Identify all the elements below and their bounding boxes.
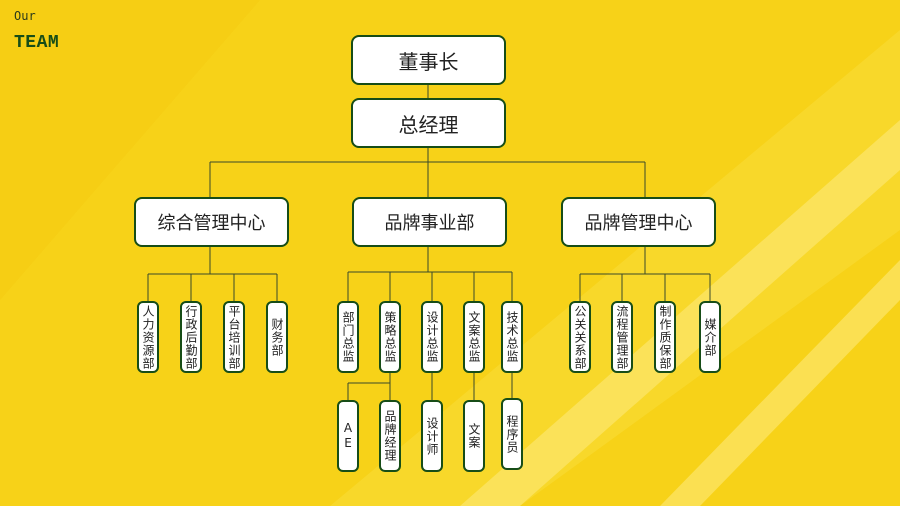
node-sub: 策略总监: [379, 301, 401, 373]
node-sub-label: 公关关系部: [573, 304, 587, 370]
node-sub: 人力资源部: [137, 301, 159, 373]
node-leaf: 文案: [463, 400, 485, 472]
node-sub-label: 制作质保部: [658, 304, 672, 370]
node-sub: 技术总监: [501, 301, 523, 373]
node-leaf-label: 文案: [467, 423, 481, 449]
node-sub: 设计总监: [421, 301, 443, 373]
node-sub: 财务部: [266, 301, 288, 373]
node-chairman: 董事长: [351, 35, 506, 85]
node-center-brand-division: 品牌事业部: [352, 197, 507, 247]
node-sub: 公关关系部: [569, 301, 591, 373]
node-sub-label: 文案总监: [467, 311, 481, 363]
node-sub-label: 设计总监: [425, 311, 439, 363]
node-sub: 媒介部: [699, 301, 721, 373]
brand-team-text: TEAM: [14, 33, 60, 53]
node-leaf-label: 品牌经理: [383, 410, 397, 462]
node-sub-label: 平台培训部: [227, 304, 241, 370]
node-general-manager: 总经理: [351, 98, 506, 148]
node-sub-label: 技术总监: [505, 311, 519, 363]
node-sub: 文案总监: [463, 301, 485, 373]
node-sub: 平台培训部: [223, 301, 245, 373]
node-sub-label: 财务部: [270, 317, 284, 357]
node-leaf: 设计师: [421, 400, 443, 472]
node-sub-label: 媒介部: [703, 317, 717, 357]
node-sub-label: 策略总监: [383, 311, 397, 363]
node-sub: 制作质保部: [654, 301, 676, 373]
node-sub-label: 部门总监: [341, 311, 355, 363]
node-leaf-label: AE: [341, 421, 355, 451]
node-center-brand-management: 品牌管理中心: [561, 197, 716, 247]
node-leaf: 品牌经理: [379, 400, 401, 472]
node-leaf: 程序员: [501, 398, 523, 470]
node-sub-label: 行政后勤部: [184, 304, 198, 370]
node-sub: 行政后勤部: [180, 301, 202, 373]
node-sub-label: 流程管理部: [615, 304, 629, 370]
node-leaf-label: 设计师: [425, 416, 439, 456]
node-sub: 流程管理部: [611, 301, 633, 373]
node-center-admin: 综合管理中心: [134, 197, 289, 247]
node-sub: 部门总监: [337, 301, 359, 373]
brand-our-text: Our: [14, 9, 36, 23]
node-leaf-label: 程序员: [505, 414, 519, 454]
node-leaf: AE: [337, 400, 359, 472]
node-sub-label: 人力资源部: [141, 304, 155, 370]
